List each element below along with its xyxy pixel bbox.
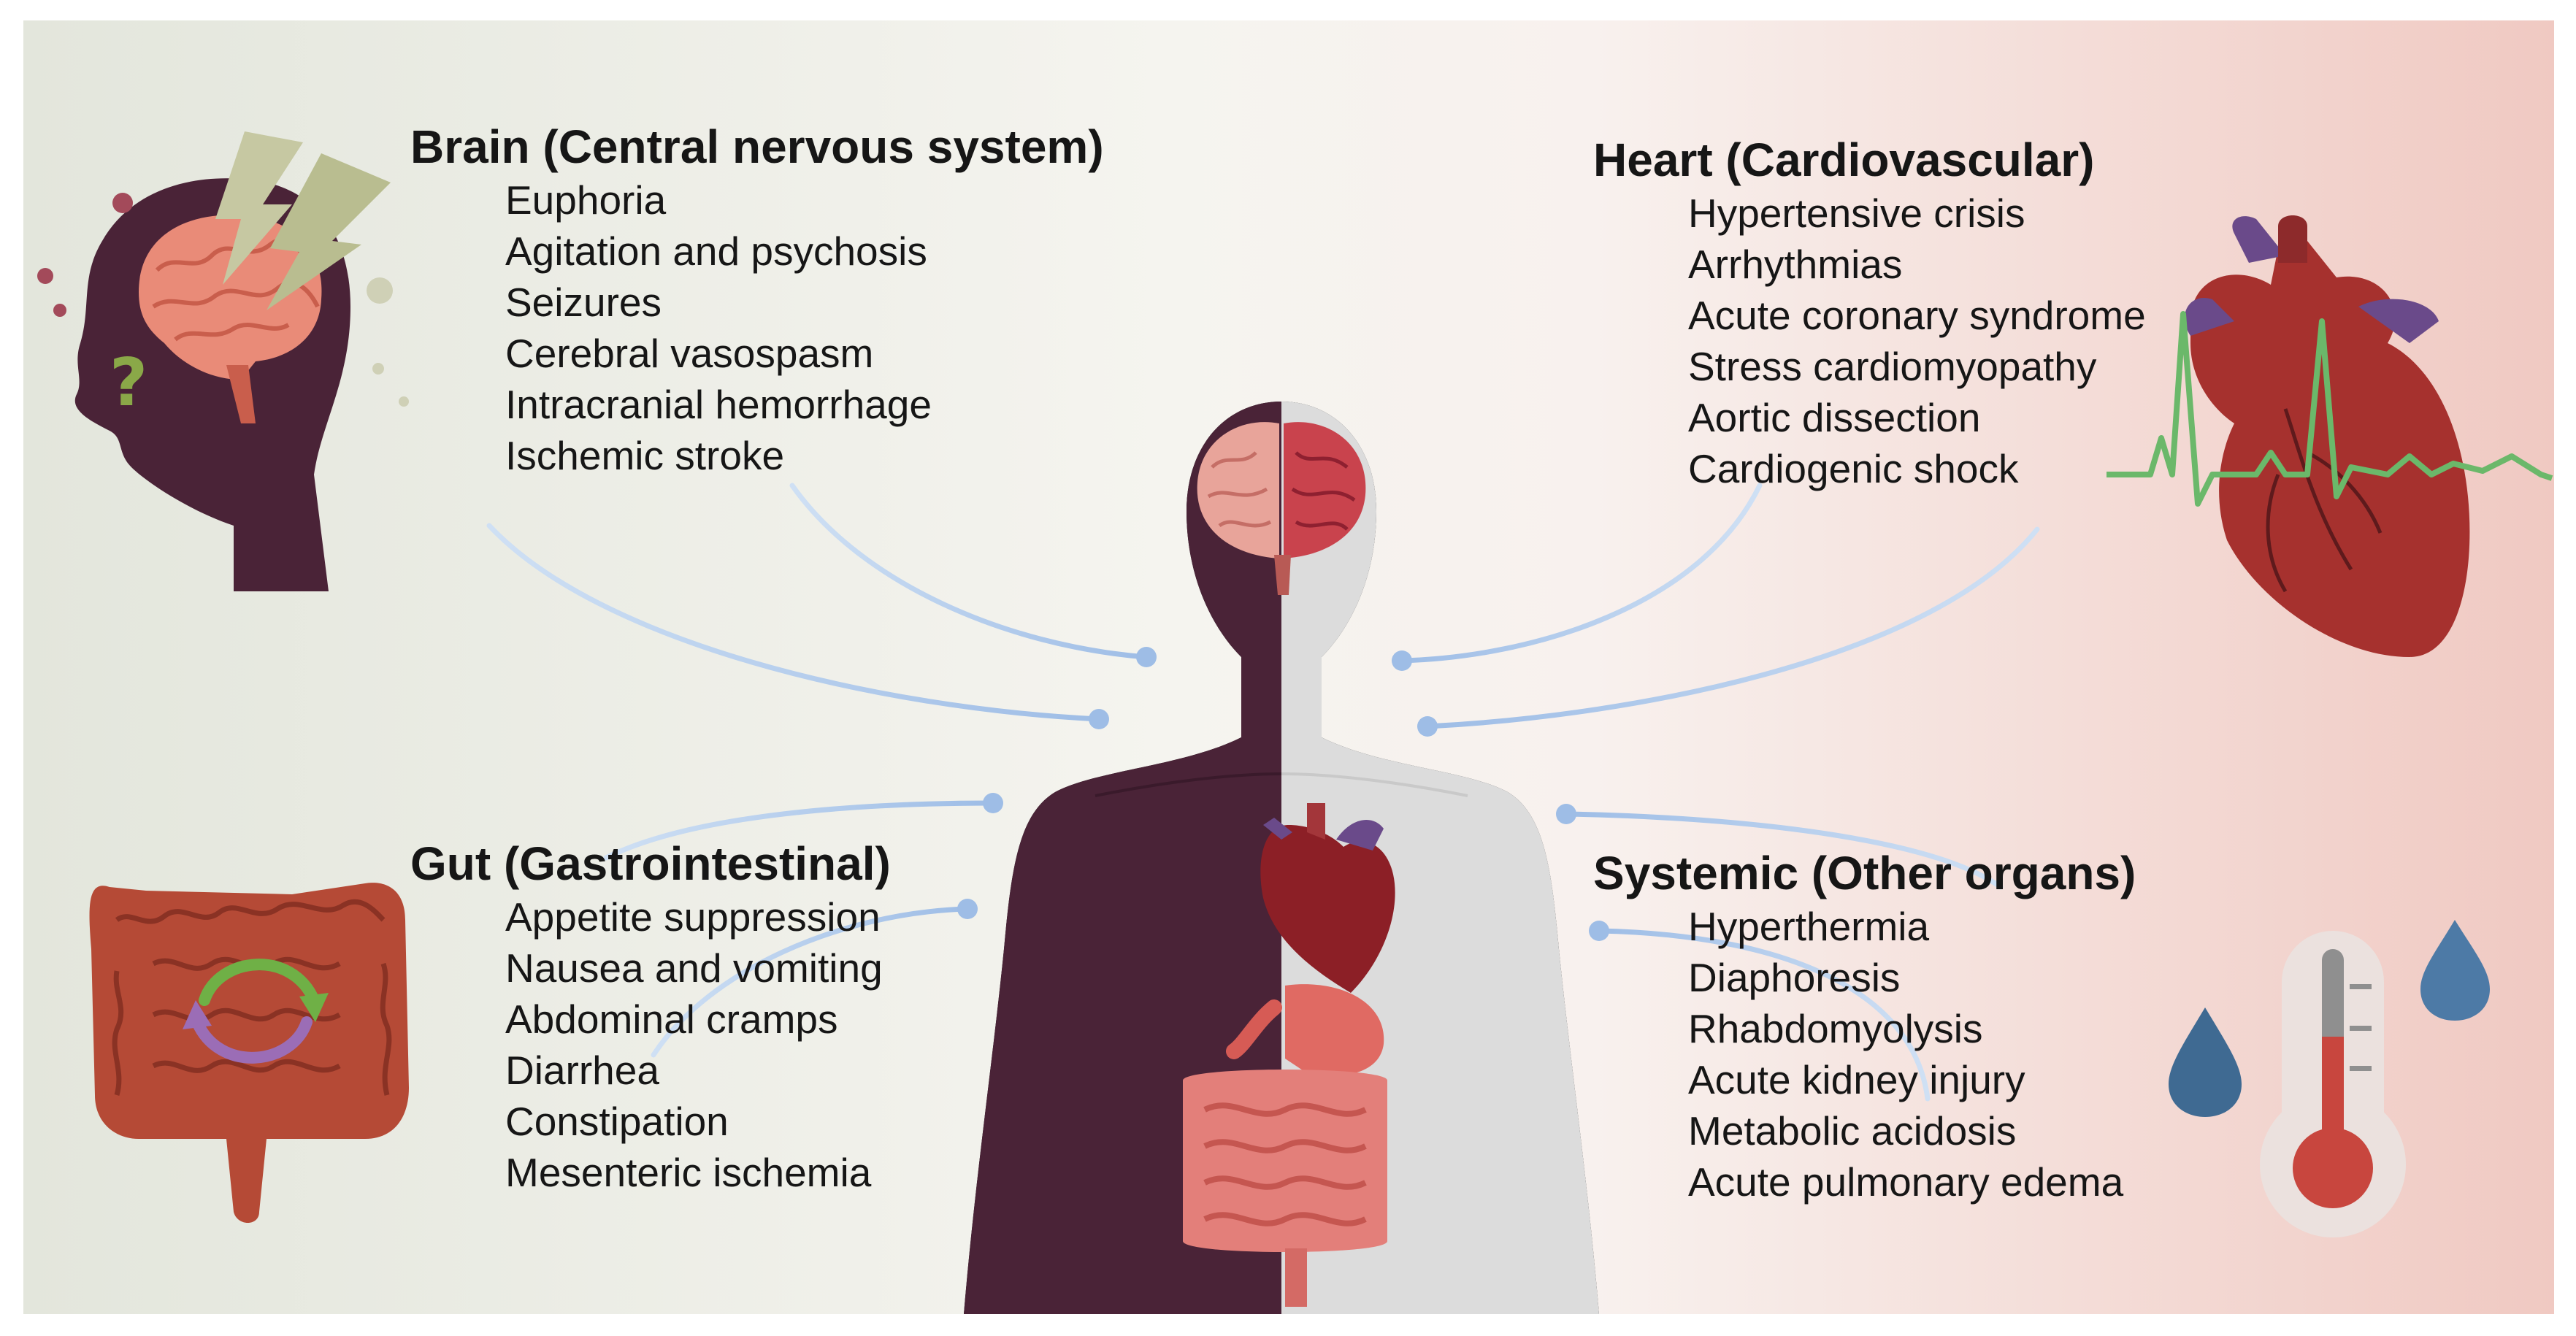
connector-dot [1392,650,1412,671]
question-mark-icon: ? [110,345,147,421]
heart-effects-list: Hypertensive crisis Arrhythmias Acute co… [1593,188,2146,494]
body-brain-icon [1197,422,1366,595]
connector-dot [1089,709,1109,729]
body-stomach-icon [1226,984,1384,1076]
list-item: Arrhythmias [1688,241,1903,287]
body-heart-icon [1260,803,1395,993]
water-drop-icon [2169,1007,2242,1117]
list-item: Stress cardiomyopathy [1688,343,2097,389]
connector-dot [1136,647,1157,667]
connector-gut-lower [651,906,970,1058]
connector-lines [486,483,2040,1102]
list-item: Cardiogenic shock [1688,445,2019,491]
anatomical-heart-icon [2107,215,2553,657]
list-item: Appetite suppression [505,894,881,940]
connector-heart-outer [1425,526,2040,729]
water-drop-icon [2420,920,2490,1021]
list-item: Mesenteric ischemia [505,1149,872,1195]
connector-systemic-upper [1563,811,2004,890]
list-item: Agitation and psychosis [505,228,927,274]
ecg-wave-icon [2107,311,2553,507]
connector-dot [1589,921,1609,941]
list-item: Acute kidney injury [1688,1056,2025,1102]
list-item: Hypertensive crisis [1688,190,2025,236]
list-item: Aortic dissection [1688,394,1981,440]
brain-effects-list: Euphoria Agitation and psychosis Seizure… [410,174,1104,481]
thermometer-icon [2260,931,2406,1237]
list-item: Acute coronary syndrome [1688,292,2146,338]
list-item: Metabolic acidosis [1688,1107,2017,1153]
connector-dot [957,899,978,919]
gut-section-title: Gut (Gastrointestinal) [410,837,891,890]
list-item: Euphoria [505,177,667,223]
list-item: Intracranial hemorrhage [505,381,932,427]
list-item: Diaphoresis [1688,954,1901,1000]
cycle-arrows-icon [183,959,329,1064]
systemic-effects-list: Hyperthermia Diaphoresis Rhabdomyolysis … [1593,901,2136,1208]
list-item: Nausea and vomiting [505,945,883,991]
list-item: Hyperthermia [1688,903,1930,949]
brain-section: Brain (Central nervous system) Euphoria … [410,120,1104,481]
connector-gut-upper [603,800,996,861]
list-item: Seizures [505,279,662,325]
gut-effects-list: Appetite suppression Nausea and vomiting… [410,891,891,1198]
brain-section-title: Brain (Central nervous system) [410,120,1104,173]
list-item: Rhabdomyolysis [1688,1005,1983,1051]
list-item: Constipation [505,1098,729,1144]
connector-dot [1556,804,1576,824]
connector-heart-inner [1399,483,1763,664]
gut-section: Gut (Gastrointestinal) Appetite suppress… [410,837,891,1198]
list-item: Acute pulmonary edema [1688,1159,2124,1205]
list-item: Abdominal cramps [505,996,838,1042]
list-item: Ischemic stroke [505,432,785,478]
human-body-icon [964,402,1599,1314]
list-item: Diarrhea [505,1047,659,1093]
head-with-brain-icon: ? [37,131,409,591]
heart-section: Heart (Cardiovascular) Hypertensive cris… [1593,134,2146,494]
connector-brain-inner [789,483,1149,660]
connector-brain-outer [486,523,1102,722]
lightning-icon [267,153,391,310]
connector-dot [983,793,1003,813]
lightning-icon [215,131,303,285]
intestine-icon [89,883,409,1223]
list-item: Cerebral vasospasm [505,330,874,376]
connector-systemic-lower [1596,928,1931,1102]
systemic-section-title: Systemic (Other organs) [1593,847,2136,899]
heart-section-title: Heart (Cardiovascular) [1593,134,2095,186]
body-intestine-icon [1183,1070,1387,1307]
connector-dot [1417,716,1438,737]
systemic-section: Systemic (Other organs) Hyperthermia Dia… [1593,847,2136,1208]
